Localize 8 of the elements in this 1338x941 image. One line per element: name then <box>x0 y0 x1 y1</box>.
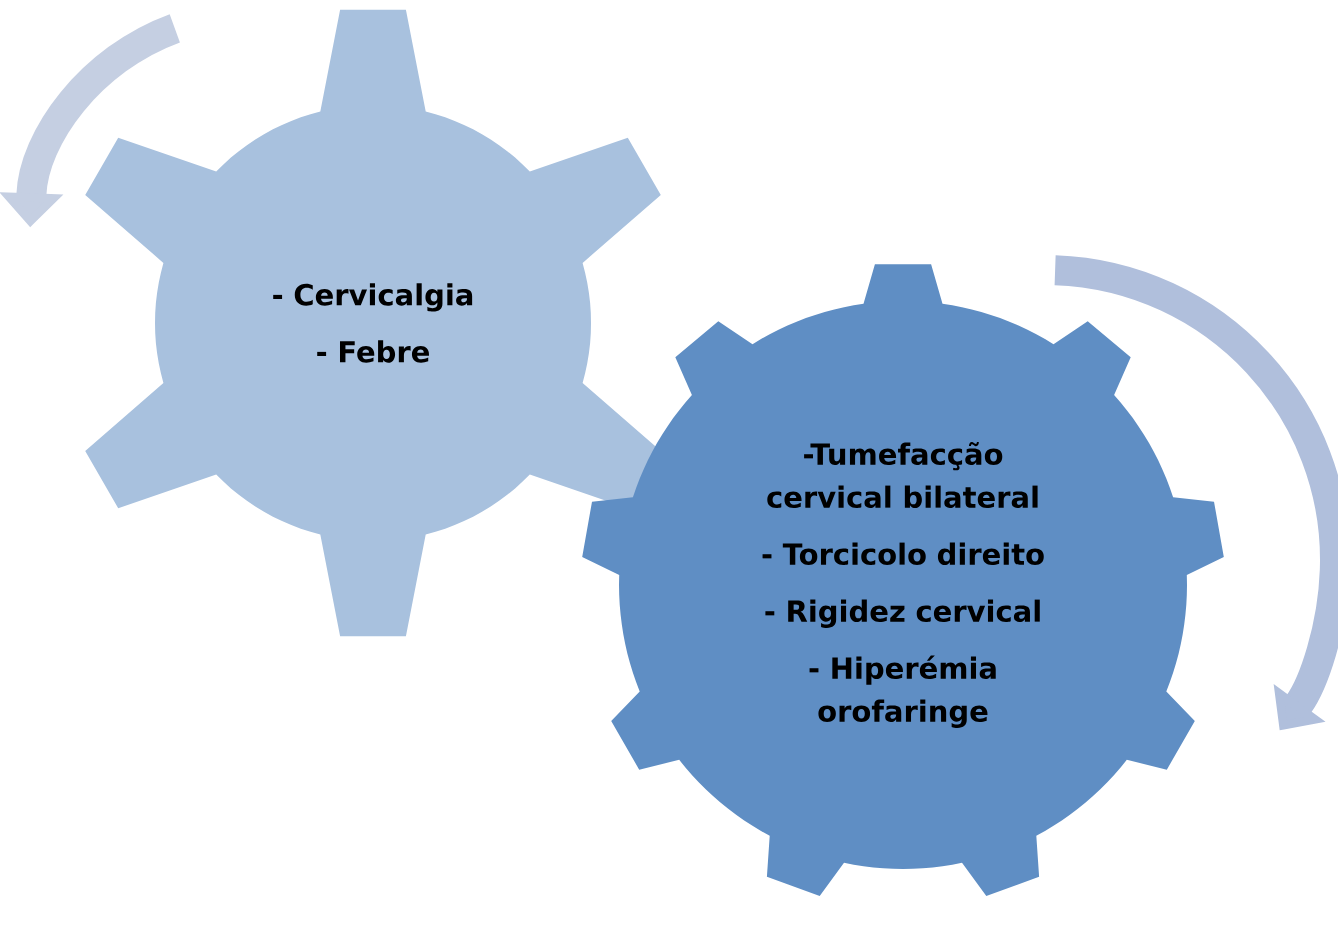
symptom-text: - Torcicolo direito <box>762 542 1044 566</box>
symptom-text: - Hiperémia orofaringe <box>809 655 996 728</box>
gear <box>582 264 1224 896</box>
symptom-text: - Rigidez cervical <box>765 599 1040 628</box>
symptom-text: - Febre <box>317 340 429 363</box>
symptom-text: - Cervicalgia <box>273 283 473 312</box>
gear <box>85 9 661 637</box>
symptom-text: -Tumefacção cervical bilateral <box>767 442 1038 509</box>
